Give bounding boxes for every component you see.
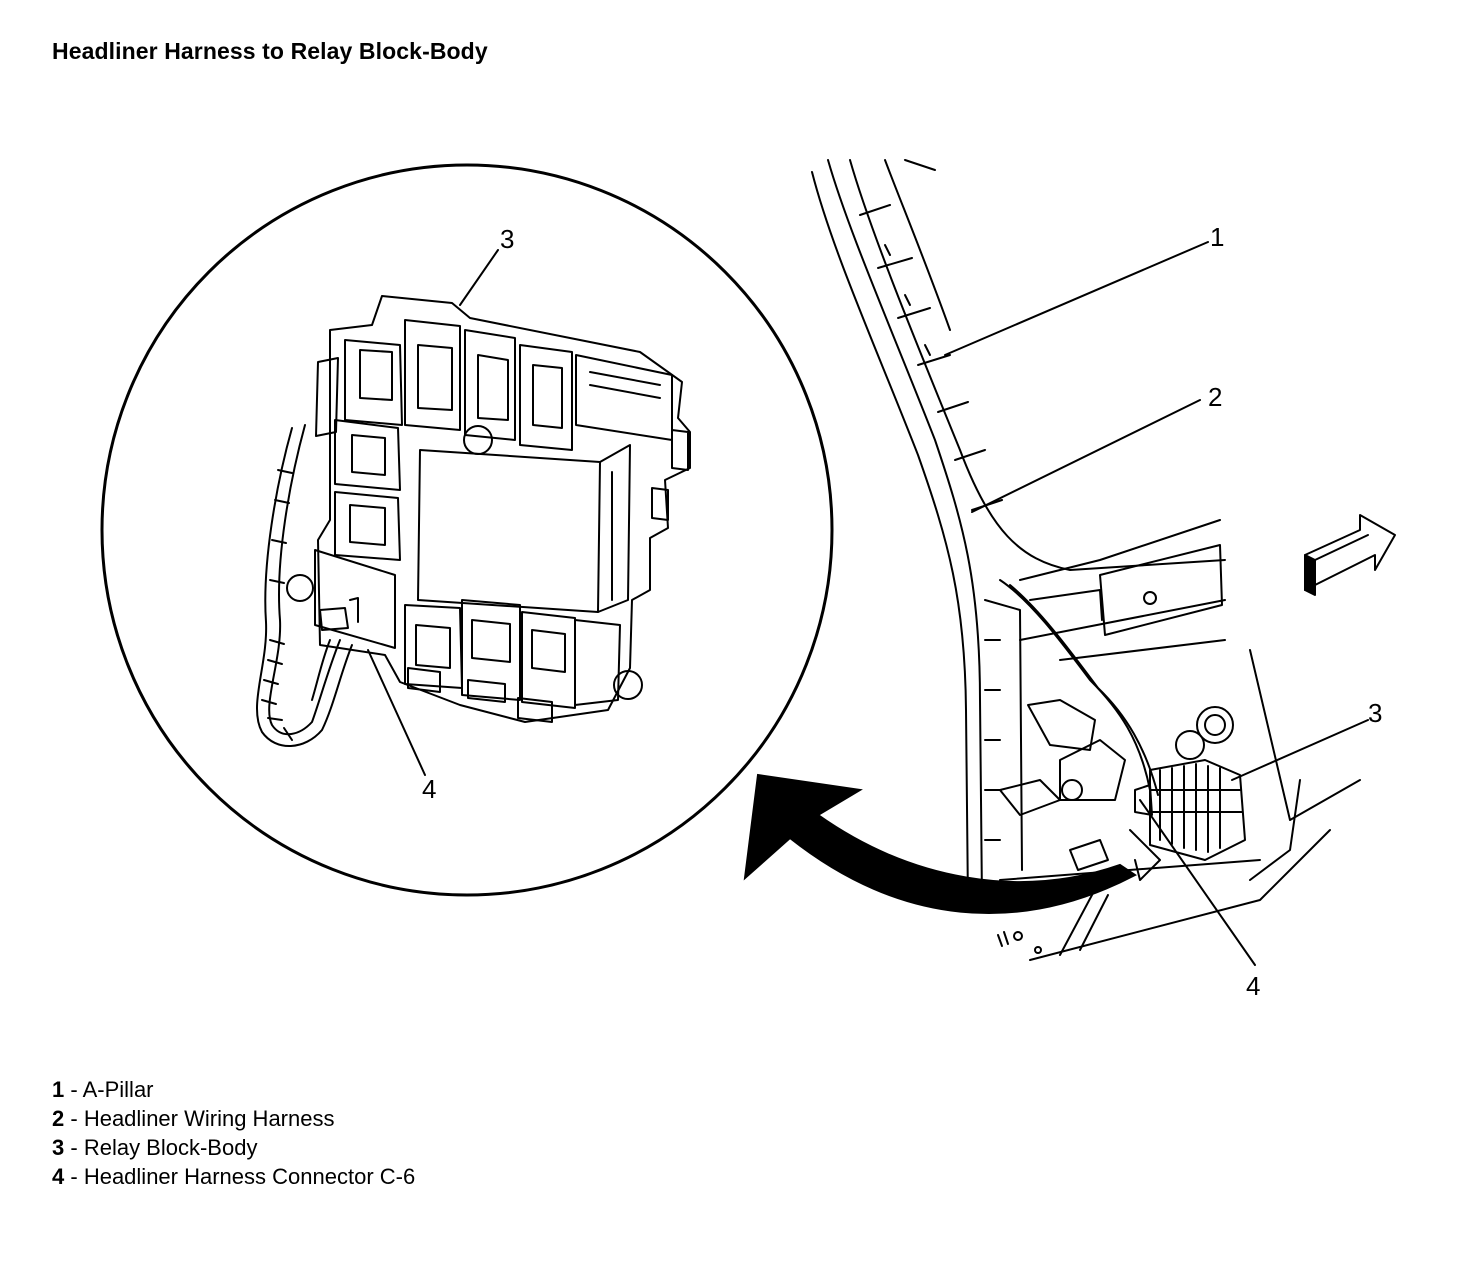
legend-item: 2 - Headliner Wiring Harness (52, 1104, 415, 1133)
vehicle-callout-3: 3 (1368, 698, 1382, 728)
detail-leader-4 (367, 649, 426, 776)
front-direction-arrow (1304, 514, 1396, 591)
detail-callout-4: 4 (422, 774, 436, 804)
legend-item: 1 - A-Pillar (52, 1075, 415, 1104)
legend-item: 3 - Relay Block-Body (52, 1133, 415, 1162)
relay-block-detail (286, 295, 691, 723)
legend-separator: - (70, 1164, 78, 1189)
detail-pointer-arrow (743, 773, 1137, 914)
legend-number: 2 (52, 1106, 65, 1131)
legend-label: A-Pillar (82, 1077, 154, 1102)
detail-view-circle (100, 163, 834, 897)
vehicle-leader-2 (971, 399, 1201, 513)
vehicle-leader-4 (1139, 799, 1256, 966)
vehicle-callout-1: 1 (1210, 222, 1224, 252)
legend-label: Headliner Harness Connector C-6 (83, 1164, 416, 1189)
detail-callout-3: 3 (500, 224, 514, 254)
vehicle-leader-3 (1231, 719, 1369, 781)
legend-number: 4 (52, 1164, 65, 1189)
vehicle-a-pillar-view (811, 159, 1361, 961)
legend: 1 - A-Pillar 2 - Headliner Wiring Harnes… (52, 1075, 415, 1191)
legend-label: Headliner Wiring Harness (83, 1106, 335, 1131)
diagram-title: Headliner Harness to Relay Block-Body (52, 38, 488, 64)
vehicle-callout-2: 2 (1208, 382, 1222, 412)
legend-separator: - (70, 1135, 78, 1160)
legend-separator: - (70, 1106, 78, 1131)
vehicle-callout-4: 4 (1246, 971, 1260, 1001)
legend-label: Relay Block-Body (83, 1135, 258, 1160)
detail-leader-3 (459, 249, 499, 306)
legend-number: 3 (52, 1135, 65, 1160)
legend-item: 4 - Headliner Harness Connector C-6 (52, 1162, 415, 1191)
legend-separator: - (70, 1077, 78, 1102)
harness-detail (255, 424, 353, 747)
vehicle-leader-1 (944, 241, 1209, 356)
legend-number: 1 (52, 1077, 65, 1102)
